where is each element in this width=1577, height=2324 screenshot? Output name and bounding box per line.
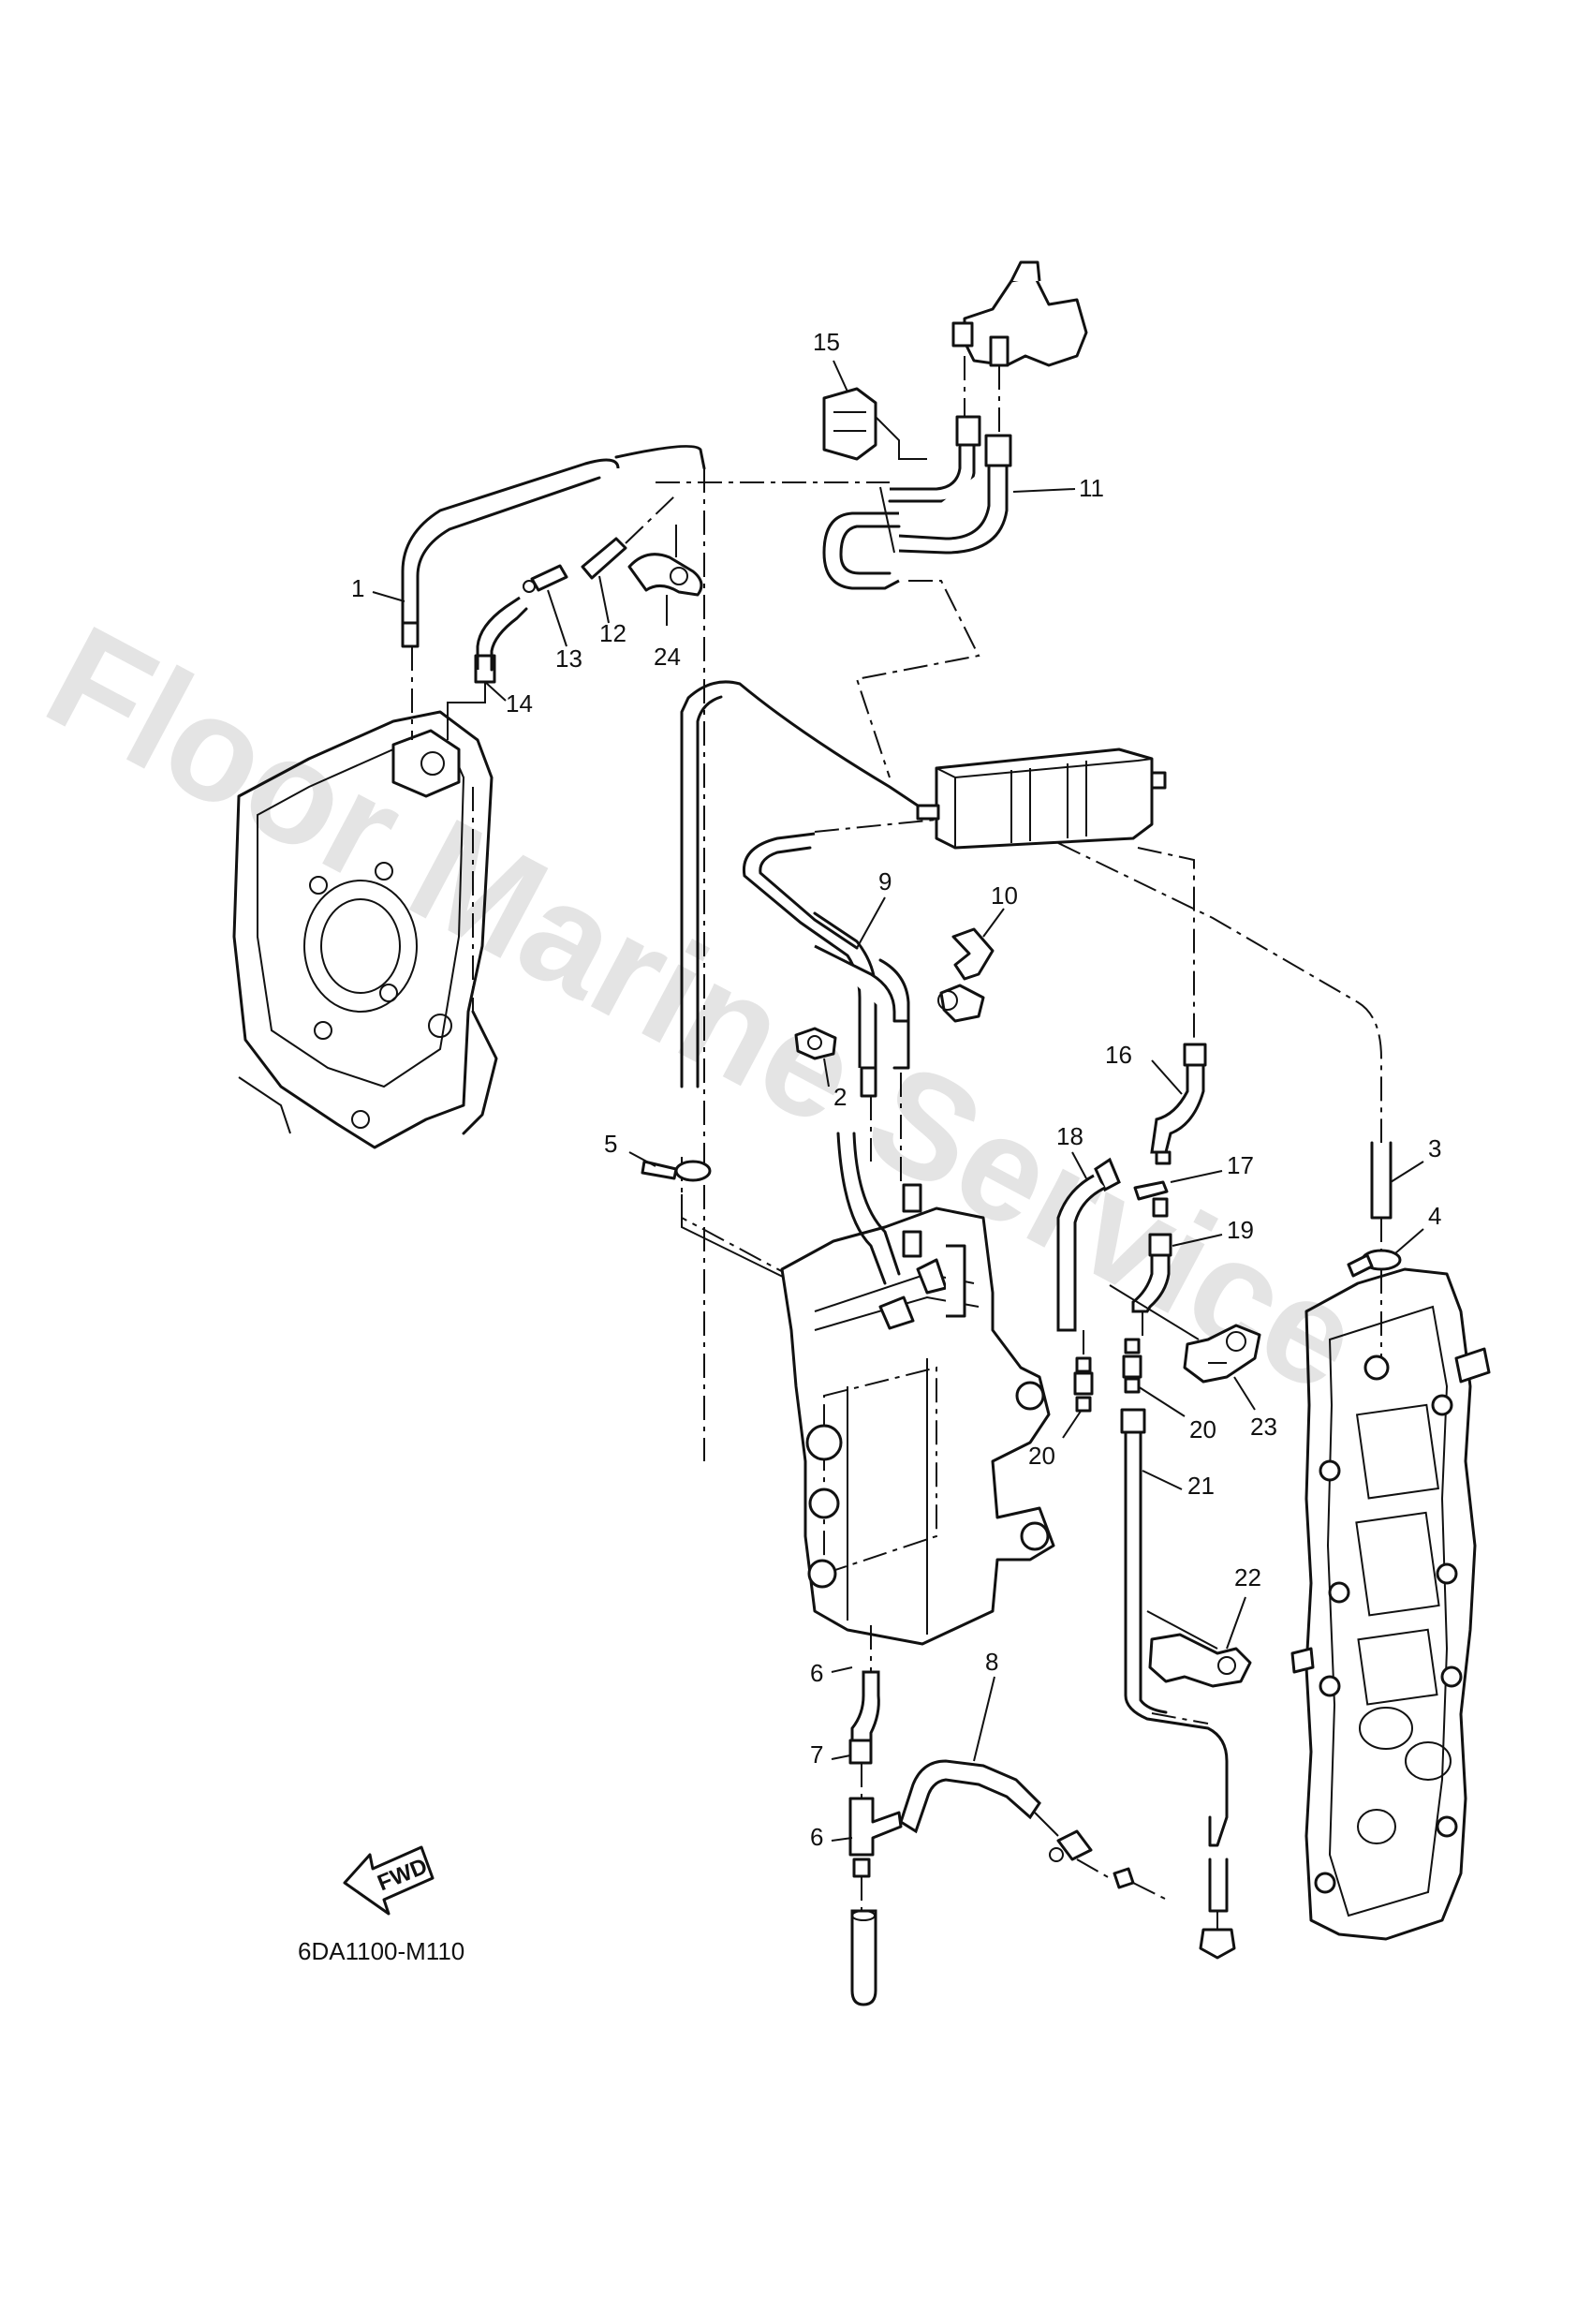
callout-16: 16 (1105, 1041, 1132, 1069)
callout-23: 23 (1250, 1413, 1277, 1441)
fitting-17 (1133, 1150, 1172, 1218)
clamp-23 (1109, 1284, 1261, 1384)
callout-24: 24 (654, 643, 681, 671)
callout-9: 9 (878, 867, 892, 896)
link-11-canister (855, 580, 980, 778)
callout-2: 2 (833, 1083, 847, 1111)
exhaust-cover-right (1290, 1267, 1491, 1941)
callout-20b: 20 (1028, 1442, 1055, 1470)
callout-20a: 20 (1189, 1415, 1216, 1443)
callout-18: 18 (1056, 1122, 1083, 1150)
callout-15: 15 (813, 328, 840, 356)
hose-19 (1131, 1233, 1172, 1340)
link-canister-16 (1137, 847, 1195, 1044)
hose-11 (822, 415, 1012, 590)
clip-2 (794, 1027, 837, 1060)
clamp-5 (641, 1160, 788, 1280)
fitting-20-right (1122, 1338, 1142, 1394)
clamp-15 (822, 387, 927, 461)
diagram-code: 6DA1100-M110 (298, 1937, 464, 1965)
hose-14 (447, 596, 528, 740)
callout-6a: 6 (810, 1659, 823, 1687)
clamp-22 (1146, 1610, 1252, 1688)
callout-6b: 6 (810, 1823, 823, 1851)
hose-6-top (848, 1670, 880, 1799)
callout-1: 1 (351, 574, 364, 602)
callout-4: 4 (1428, 1202, 1441, 1230)
charcoal-canister (916, 748, 1167, 850)
callout-22: 22 (1234, 1563, 1261, 1591)
hose-12 (581, 496, 675, 580)
clamp-10 (937, 927, 995, 1023)
hose-16 (1150, 1043, 1207, 1154)
clamp-4 (1347, 1249, 1402, 1368)
fitting-20-left (1073, 1330, 1094, 1413)
callout-7: 7 (810, 1740, 823, 1769)
callouts: 1 2 3 4 5 6 6 7 8 9 10 11 12 (351, 328, 1441, 1851)
breather-hose-1 (401, 444, 706, 1461)
callout-11: 11 (1079, 474, 1104, 502)
long-hose-5 (680, 680, 920, 1088)
callout-5: 5 (604, 1130, 617, 1158)
hose-18 (1056, 1157, 1121, 1332)
callout-21: 21 (1187, 1472, 1215, 1500)
cylinder-head-left (232, 710, 498, 1149)
callout-14: 14 (506, 689, 533, 718)
hose-6-bottom (850, 1909, 877, 2006)
joint-7 (848, 1797, 903, 1911)
fwd-arrow-icon: FWD (343, 1845, 435, 1916)
callout-19: 19 (1227, 1216, 1254, 1244)
callout-10: 10 (991, 881, 1018, 910)
vapor-valve (951, 260, 1088, 436)
callout-13: 13 (555, 644, 582, 673)
callout-3: 3 (1428, 1134, 1441, 1162)
hose-21 (1120, 1408, 1236, 1960)
hose-9 (742, 819, 937, 1185)
callout-17: 17 (1227, 1151, 1254, 1179)
hose-3 (1057, 842, 1393, 1251)
callout-12: 12 (599, 619, 626, 647)
vapor-separator (780, 1132, 1055, 1686)
hose-8 (899, 1759, 1172, 1902)
fitting-13 (523, 564, 568, 593)
callout-8: 8 (985, 1648, 998, 1676)
clamp-24 (627, 525, 703, 597)
